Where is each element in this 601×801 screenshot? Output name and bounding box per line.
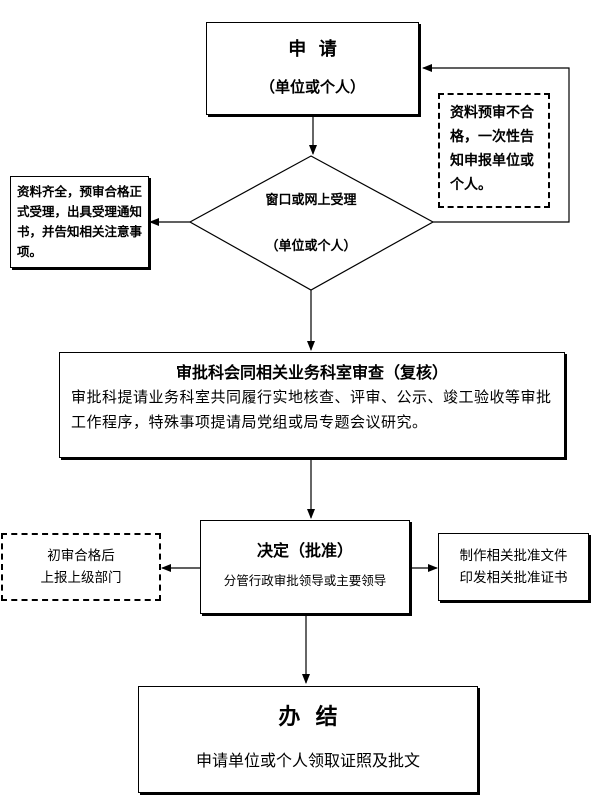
issue-docs-note: 制作相关批准文件 印发相关批准证书 [438, 533, 589, 601]
issue-docs-line1: 制作相关批准文件 [459, 548, 568, 564]
report-upper-line2: 上报上级部门 [40, 570, 122, 586]
finish-box: 办 结 申请单位或个人领取证照及批文 [138, 686, 478, 793]
decision-box: 决定（批准） 分管行政审批领导或主要领导 [200, 520, 410, 614]
accepted-note-text: 资料齐全，预审合格正式受理，出具受理通知书，并告知相关注意事项。 [17, 184, 143, 259]
accept-title: 窗口或网上受理 [265, 193, 357, 208]
report-upper-note: 初审合格后 上报上级部门 [1, 533, 161, 601]
review-box: 审批科会同相关业务科室审查（复核） 审批科提请业务科室共同履行实地核查、评审、公… [59, 352, 565, 458]
apply-title: 申 请 [288, 39, 337, 60]
finish-title: 办 结 [278, 705, 338, 730]
precheck-fail-note: 资料预审不合格，一次性告知申报单位或个人。 [438, 93, 550, 208]
accept-subtitle: （单位或个人） [265, 239, 357, 254]
precheck-fail-text: 资料预审不合格，一次性告知申报单位或个人。 [450, 105, 534, 193]
decision-title: 决定（批准） [256, 541, 353, 560]
accept-diamond [188, 155, 435, 291]
accepted-note: 资料齐全，预审合格正式受理，出具受理通知书，并告知相关注意事项。 [10, 176, 149, 268]
decision-subtitle: 分管行政审批领导或主要领导 [223, 573, 387, 588]
issue-docs-line2: 印发相关批准证书 [459, 570, 568, 586]
arrow-reject-loop [422, 64, 570, 223]
apply-subtitle: （单位或个人） [259, 78, 365, 96]
finish-subtitle: 申请单位或个人领取证照及批文 [195, 751, 420, 770]
review-body: 审批科提请业务科室共同履行实地核查、评审、公示、竣工验收等审批工作程序，特殊事项… [71, 388, 552, 431]
review-title: 审批科会同相关业务科室审查（复核） [175, 363, 448, 382]
apply-box: 申 请 （单位或个人） [206, 22, 419, 115]
report-upper-line1: 初审合格后 [47, 548, 115, 564]
